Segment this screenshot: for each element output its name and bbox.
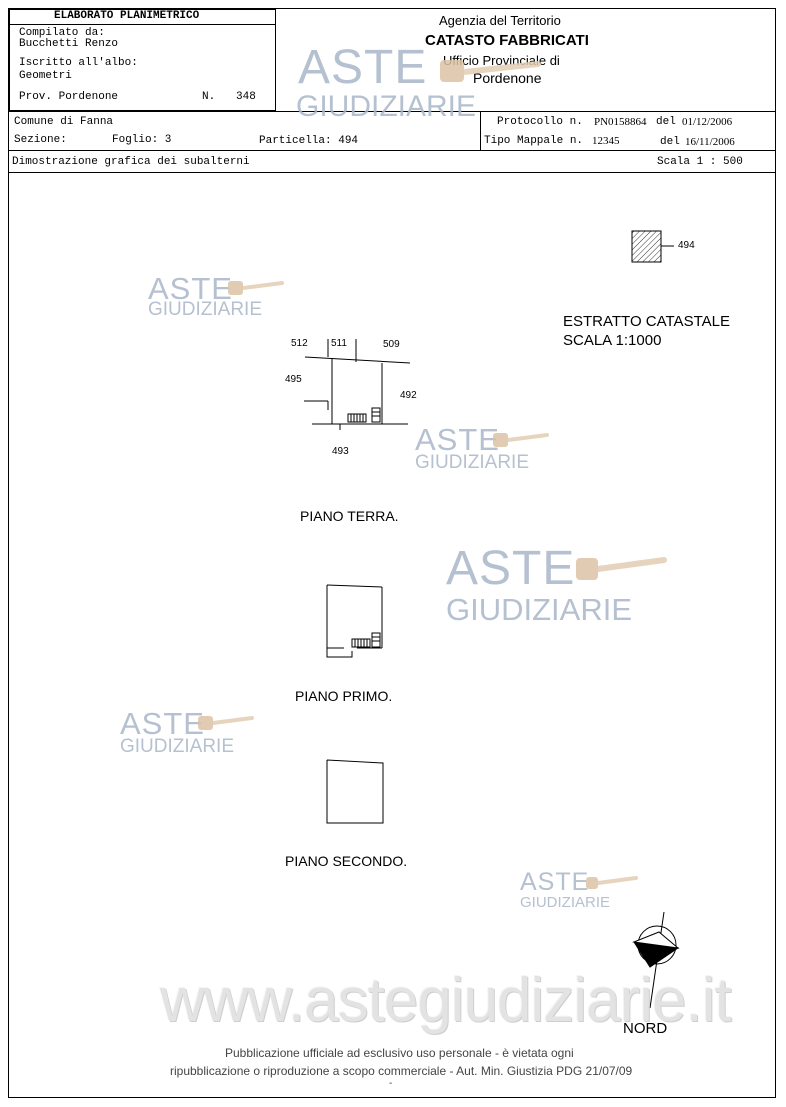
gavel-icon-3 <box>576 557 667 580</box>
gavel-icon-4 <box>198 716 254 730</box>
gavel-icon-5 <box>586 876 638 889</box>
label-495: 495 <box>285 374 302 385</box>
info-middle-border <box>9 150 776 151</box>
estratto-title: ESTRATTO CATASTALE <box>563 313 730 330</box>
estratto-scale: SCALA 1:1000 <box>563 332 662 349</box>
scala-label: Scala 1 : 500 <box>657 156 743 168</box>
tipo-value: 12345 <box>592 135 620 147</box>
plan-piano-terra <box>304 339 411 430</box>
watermark-aste-2: ASTE <box>415 422 500 457</box>
piano-secondo-label: PIANO SECONDO. <box>285 853 408 869</box>
header-title-divider <box>9 24 276 25</box>
watermark-aste-5: ASTE <box>520 868 590 896</box>
north-arrow-icon <box>632 911 680 1009</box>
protocollo-label: Protocollo n. <box>497 116 583 128</box>
watermark-aste-header: ASTE <box>298 41 428 94</box>
plan-piano-secondo <box>326 759 384 824</box>
legend-hatched-square <box>631 230 674 263</box>
tipo-label: Tipo Mappale n. <box>484 135 584 147</box>
plan-piano-primo <box>326 584 383 658</box>
watermark-aste-3: ASTE <box>446 542 576 595</box>
watermark-giudiziarie-1: GIUDIZIARIE <box>148 299 263 320</box>
header-left-box <box>9 9 276 111</box>
watermark-aste-1: ASTE <box>148 271 233 306</box>
label-492: 492 <box>400 390 417 401</box>
compilato-name: Bucchetti Renzo <box>19 38 119 50</box>
info-bottom-border <box>9 172 776 173</box>
agency-name: Agenzia del Territorio <box>439 13 561 28</box>
prov-label: Prov. Pordenone <box>19 91 119 103</box>
piano-primo-label: PIANO PRIMO. <box>295 688 393 704</box>
footer-line1: Pubblicazione ufficiale ad esclusivo uso… <box>225 1046 574 1060</box>
dimostrazione-label: Dimostrazione grafica dei subalterni <box>12 156 250 168</box>
protocollo-date: 01/12/2006 <box>682 116 733 128</box>
compilato-label: Compilato da: <box>19 27 105 39</box>
info-divider <box>480 111 481 150</box>
gavel-icon-1 <box>228 281 284 295</box>
footer-dash: - <box>389 1078 393 1089</box>
catasto-title: CATASTO FABBRICATI <box>425 32 589 49</box>
protocollo-value: PN0158864 <box>594 116 647 128</box>
label-511: 511 <box>331 338 347 349</box>
cadastral-sheet <box>8 8 776 1098</box>
watermark-giudiziarie-header: GIUDIZIARIE <box>296 90 477 123</box>
watermark-site: www.astegiudiziarie.it <box>160 966 732 1035</box>
tipo-del: del <box>660 136 680 148</box>
label-512: 512 <box>291 338 308 349</box>
info-top-border <box>9 111 776 112</box>
watermark-aste-4: ASTE <box>120 706 205 741</box>
comune: Comune di Fanna <box>14 116 114 128</box>
nord-label: NORD <box>623 1020 668 1037</box>
watermark-giudiziarie-5: GIUDIZIARIE <box>520 894 611 911</box>
n-label: N. <box>202 91 216 103</box>
sezione: Sezione: <box>14 134 67 146</box>
iscritto-value: Geometri <box>19 70 72 82</box>
piano-terra-label: PIANO TERRA. <box>300 508 399 524</box>
watermark-giudiziarie-3: GIUDIZIARIE <box>446 592 633 627</box>
legend-number: 494 <box>678 240 695 251</box>
watermark-giudiziarie-4: GIUDIZIARIE <box>120 736 235 757</box>
ufficio-city: Pordenone <box>473 70 542 86</box>
gavel-icon <box>440 60 541 82</box>
footer-line2: ripubblicazione o riproduzione a scopo c… <box>170 1064 633 1078</box>
gavel-icon-2 <box>493 433 549 447</box>
box-title: ELABORATO PLANIMETRICO <box>54 10 200 22</box>
label-493: 493 <box>332 446 349 457</box>
watermark-giudiziarie-2: GIUDIZIARIE <box>415 452 530 473</box>
foglio: Foglio: 3 <box>112 134 172 146</box>
particella: Particella: 494 <box>259 135 359 147</box>
label-509: 509 <box>383 339 400 350</box>
protocollo-del: del <box>656 116 676 128</box>
tipo-date: 16/11/2006 <box>685 136 735 148</box>
iscritto-label: Iscritto all'albo: <box>19 57 138 69</box>
n-value: 348 <box>236 91 256 103</box>
